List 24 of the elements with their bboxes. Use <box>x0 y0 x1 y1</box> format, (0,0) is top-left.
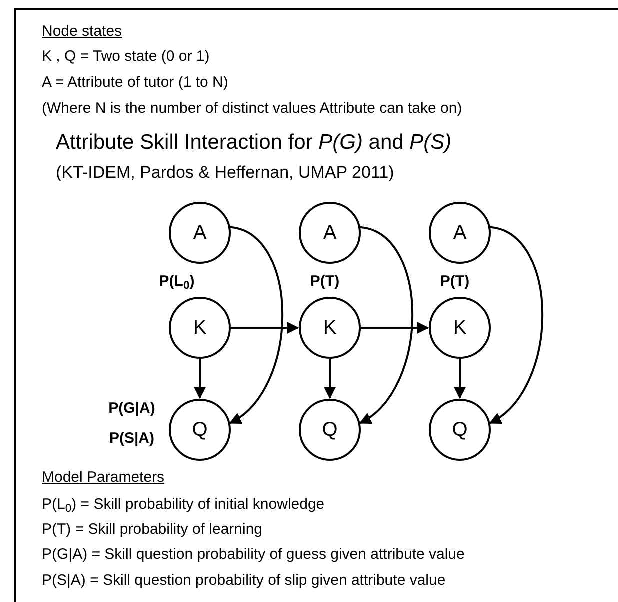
note-text: P(T) = Skill probability of learning <box>42 522 263 537</box>
probability-label: P(T) <box>310 274 340 289</box>
arrow <box>361 322 430 334</box>
arrow <box>489 226 544 424</box>
probability-label: P(S|A) <box>109 431 155 446</box>
note-text: (Where N is the number of distinct values Attribute can take on) <box>42 101 462 116</box>
section-heading: Node states <box>42 24 122 39</box>
note-text: A = Attribute of tutor (1 to N) <box>42 75 228 90</box>
arrow <box>324 359 336 400</box>
note-text: P(S|A) = Skill question probability of slip given attribute value <box>42 573 446 588</box>
arrow <box>359 226 414 424</box>
arrow <box>229 226 284 424</box>
probability-label: P(L$_{0}$) <box>159 274 195 289</box>
probability-label: P(T) <box>440 274 470 289</box>
note-text: P(G|A) = Skill question probability of guess given attribute value <box>42 547 465 562</box>
section-heading: Model Parameters <box>42 470 165 485</box>
citation-text: (KT-IDEM, Pardos & Heffernan, UMAP 2011) <box>56 164 394 181</box>
note-text: K , Q = Two state (0 or 1) <box>42 49 210 64</box>
arrow <box>454 359 466 400</box>
note-text: P(L$_{0}$) = Skill probability of initial knowledge <box>42 497 325 512</box>
probability-label: P(G|A) <box>108 401 156 416</box>
diagram-title: Attribute Skill Interaction for P(G) and P(S) <box>56 132 452 153</box>
arrow <box>194 359 206 400</box>
arrow <box>231 322 300 334</box>
